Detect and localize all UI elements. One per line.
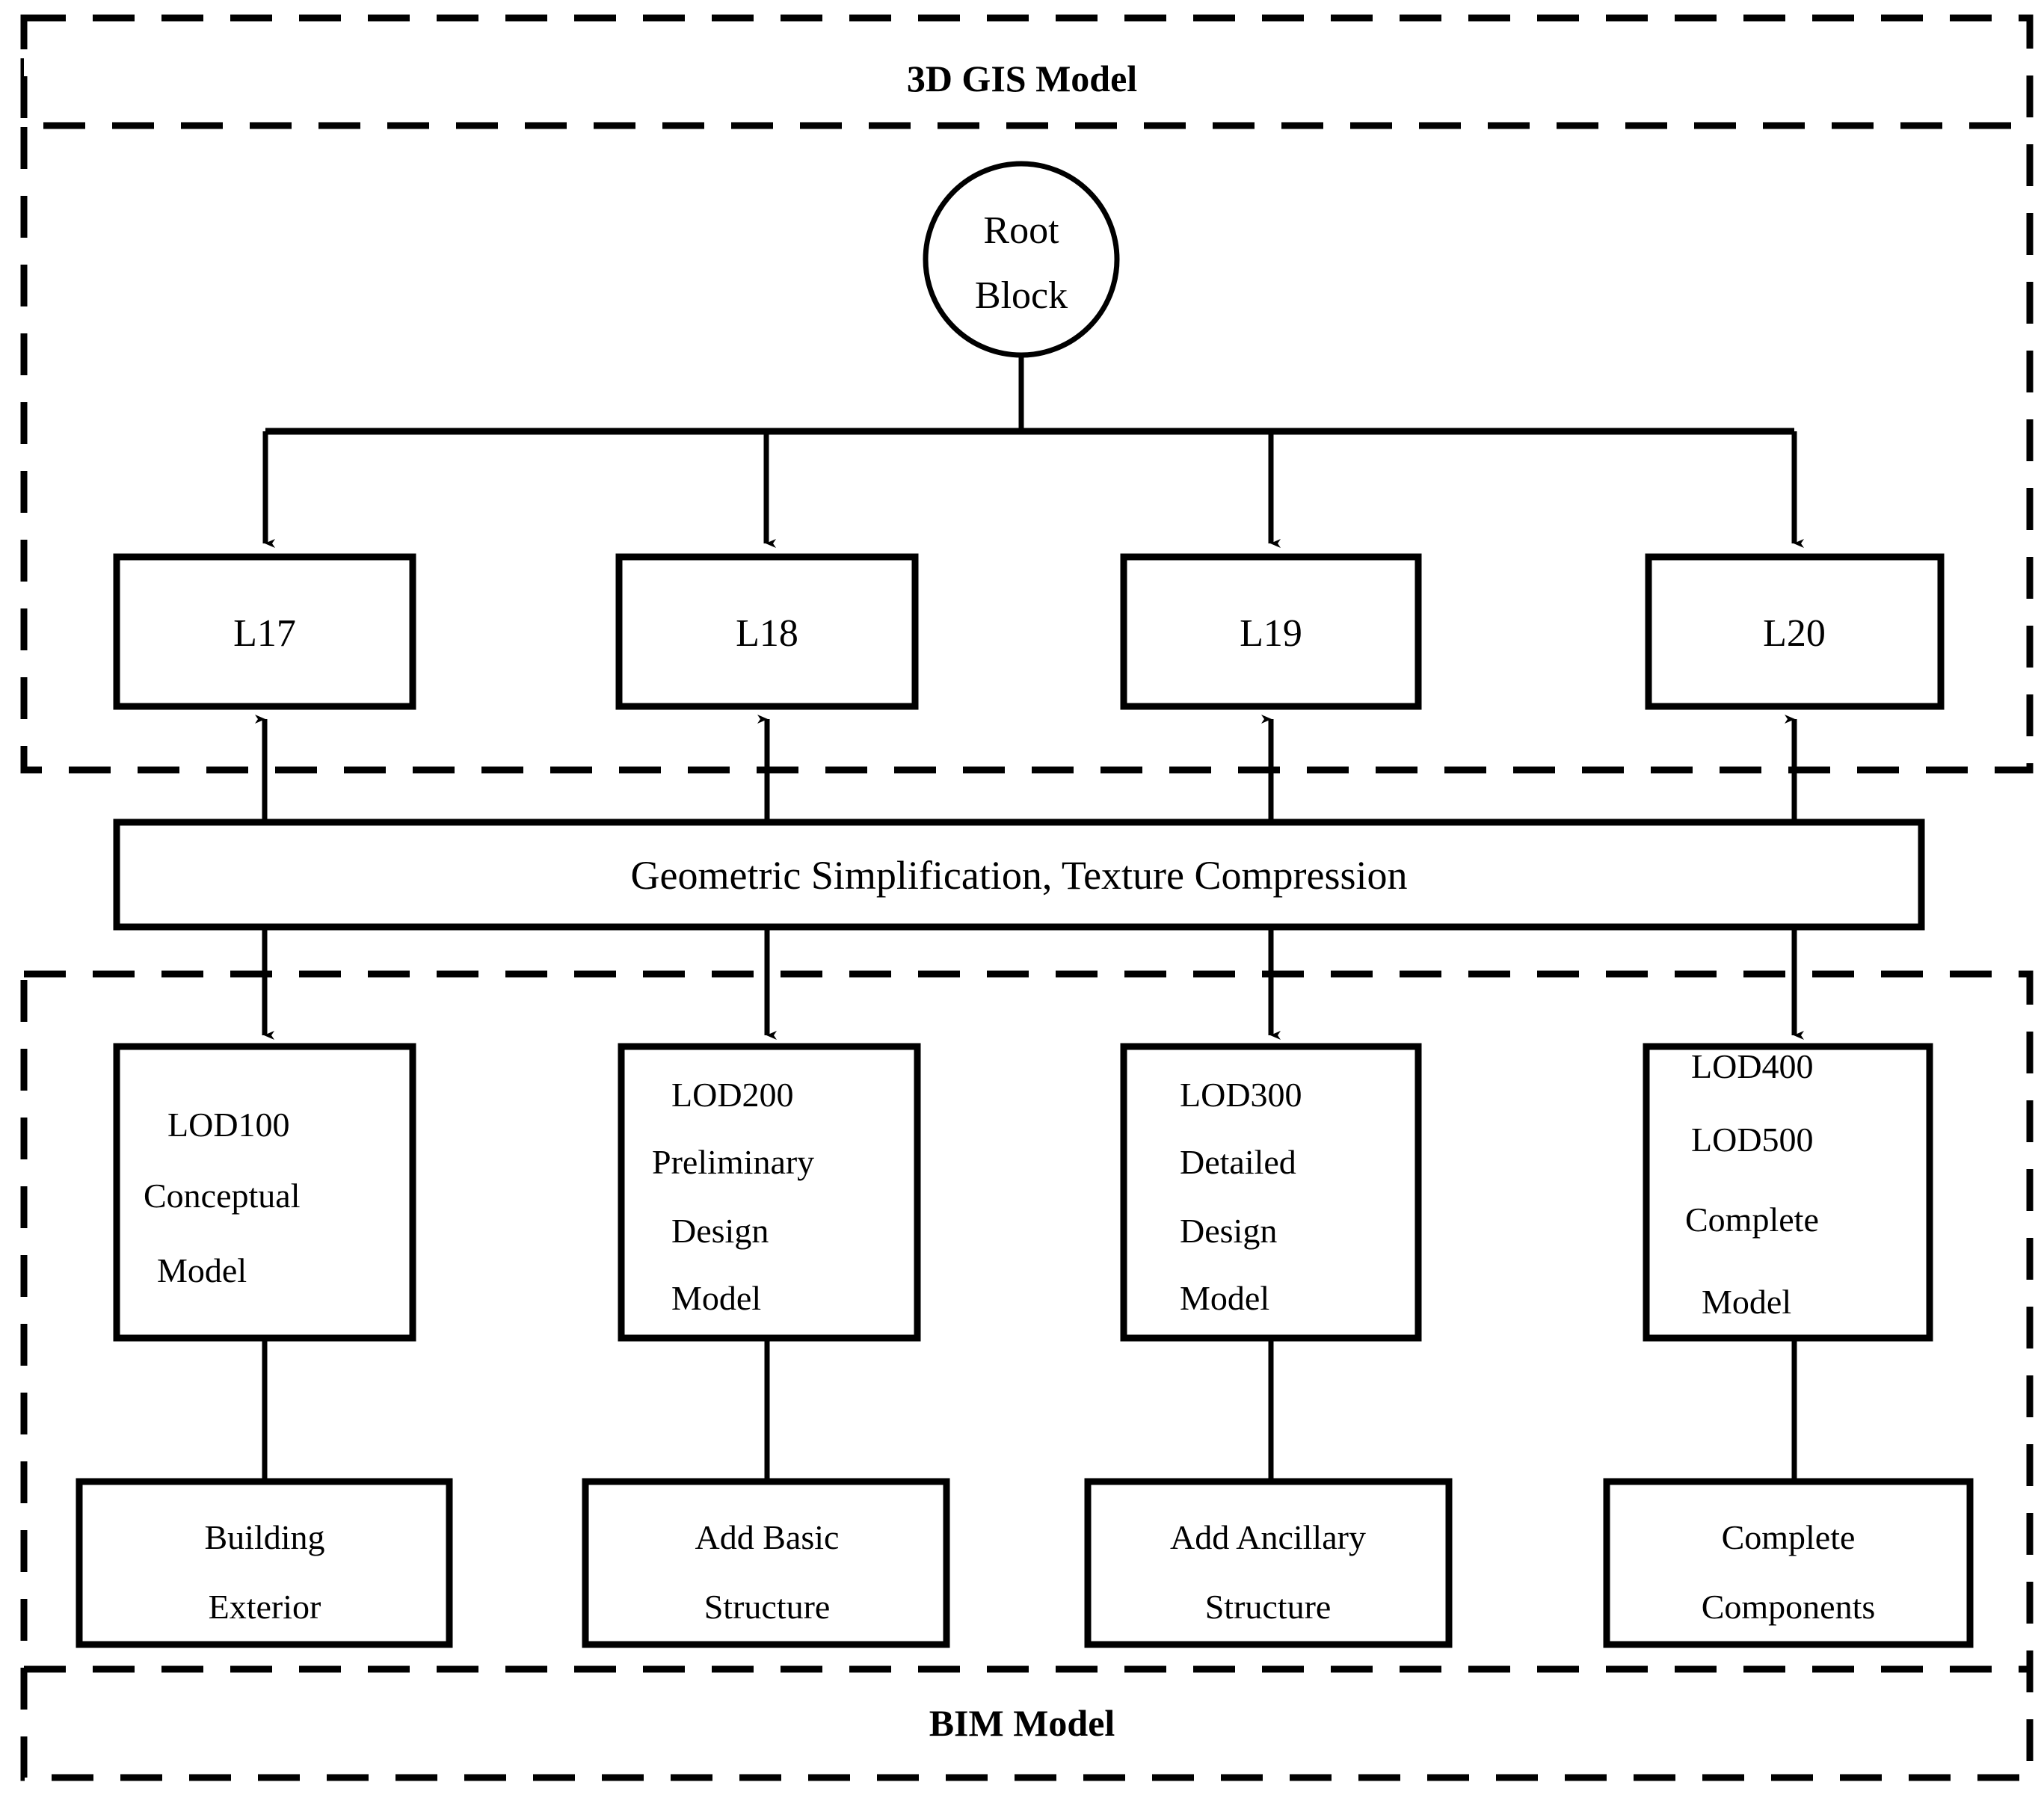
node-add-ancillary-structure-line-1: Add Ancillary: [1170, 1518, 1366, 1556]
node-lod100-line-1: LOD100: [167, 1106, 290, 1144]
node-lod300-line-1: LOD300: [1180, 1076, 1302, 1114]
node-lod400-line-4: Model: [1702, 1283, 1791, 1321]
node-lod100-line-2: Conceptual: [144, 1177, 301, 1215]
group-frame-3d-gis: [20, 14, 2034, 774]
node-lod300-line-2: Detailed: [1180, 1143, 1296, 1181]
node-lod300-line-4: Model: [1180, 1279, 1269, 1317]
node-l20-label: L20: [1763, 612, 1826, 655]
group-frame-bim: [20, 970, 2034, 1781]
node-root-block[interactable]: Root Block: [923, 161, 1120, 358]
node-complete-components[interactable]: Complete Components: [1603, 1478, 1974, 1648]
node-lod300-line-3: Design: [1180, 1212, 1277, 1250]
node-lod200-line-1: LOD200: [671, 1076, 794, 1114]
node-l19-label: L19: [1240, 612, 1302, 655]
node-lod100-line-3: Model: [157, 1251, 247, 1289]
node-add-ancillary-structure[interactable]: Add Ancillary Structure: [1084, 1478, 1453, 1648]
node-lod400-line-2: LOD500: [1691, 1121, 1814, 1159]
process-bar-label: Geometric Simplification, Texture Compre…: [630, 853, 1407, 898]
group-label-3d-gis: 3D GIS Model: [907, 58, 1137, 99]
node-building-exterior-line-2: Exterior: [209, 1588, 321, 1626]
node-l18[interactable]: L18: [615, 553, 919, 710]
node-l17-label: L17: [233, 612, 296, 655]
node-complete-components-line-2: Components: [1702, 1588, 1876, 1626]
node-lod300[interactable]: LOD300 Detailed Design Model: [1120, 1043, 1422, 1342]
node-l18-label: L18: [736, 612, 798, 655]
node-add-ancillary-structure-line-2: Structure: [1205, 1588, 1332, 1626]
node-l19[interactable]: L19: [1120, 553, 1422, 710]
node-lod200-line-2: Preliminary: [652, 1143, 814, 1181]
node-lod400[interactable]: LOD400 LOD500 Complete Model: [1643, 1043, 1933, 1342]
node-lod400-line-1: LOD400: [1691, 1047, 1814, 1085]
node-lod100[interactable]: LOD100 Conceptual Model: [113, 1043, 416, 1342]
connector-root-to-bus: [265, 355, 1794, 435]
node-complete-components-line-1: Complete: [1722, 1518, 1856, 1556]
node-building-exterior-line-1: Building: [204, 1518, 324, 1556]
root-block-line-1: Root: [983, 209, 1059, 252]
node-building-exterior[interactable]: Building Exterior: [76, 1478, 453, 1648]
node-add-basic-structure-line-2: Structure: [704, 1588, 831, 1626]
node-add-basic-structure[interactable]: Add Basic Structure: [582, 1478, 950, 1648]
node-process-bar[interactable]: Geometric Simplification, Texture Compre…: [113, 819, 1925, 931]
node-lod200-line-4: Model: [671, 1279, 761, 1317]
node-l17[interactable]: L17: [113, 553, 416, 710]
node-l20[interactable]: L20: [1645, 553, 1945, 710]
node-add-basic-structure-line-1: Add Basic: [695, 1518, 840, 1556]
group-label-bim: BIM Model: [929, 1702, 1115, 1744]
node-lod200-line-3: Design: [671, 1212, 769, 1250]
node-lod200[interactable]: LOD200 Preliminary Design Model: [618, 1043, 921, 1342]
root-block-line-2: Block: [975, 274, 1068, 317]
node-lod400-line-3: Complete: [1685, 1200, 1819, 1239]
